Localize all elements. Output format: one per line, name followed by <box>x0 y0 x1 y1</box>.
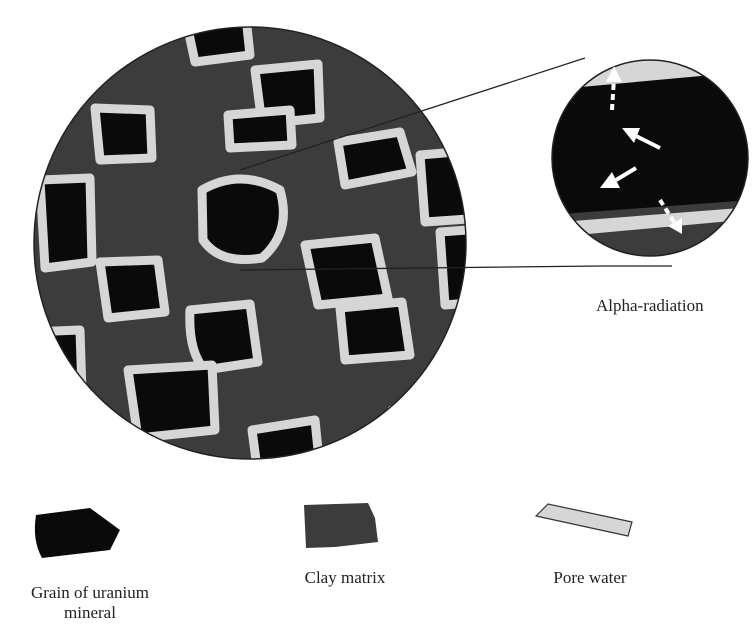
legend-pore-water-swatch <box>536 504 632 536</box>
magnified-uranium-grain <box>548 72 750 222</box>
uranium-grain-label-line2: mineral <box>64 603 116 622</box>
legend-uranium-grain-swatch <box>35 508 120 558</box>
alpha-radiation-label: Alpha-radiation <box>596 296 755 316</box>
legend-clay-matrix-swatch <box>304 503 378 548</box>
pore-water-label: Pore water <box>520 568 660 588</box>
legend <box>35 503 632 558</box>
clay-matrix-label: Clay matrix <box>290 568 400 588</box>
clay-matrix-section <box>30 8 502 475</box>
uranium-grain-label-line1: Grain of uranium <box>31 583 149 602</box>
uranium-grain-label: Grain of uranium mineral <box>0 583 180 623</box>
